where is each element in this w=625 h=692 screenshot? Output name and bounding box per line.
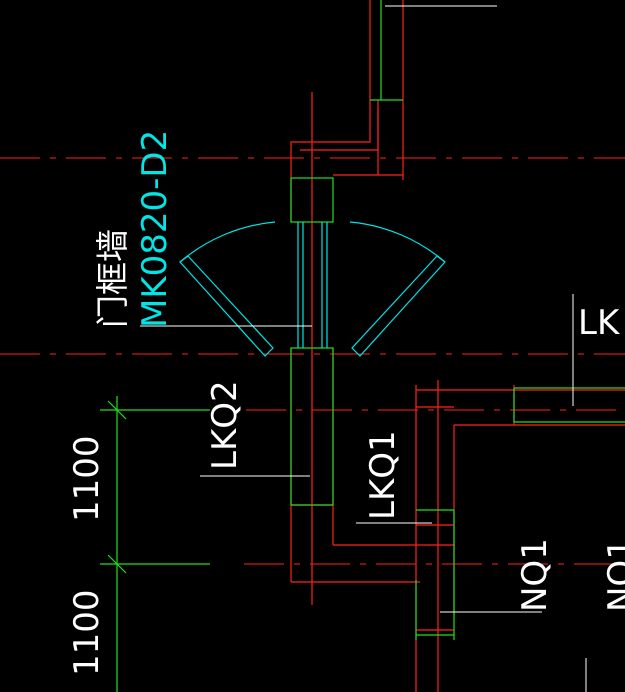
wall-nq1-label-a[interactable]: NQ1 [515, 538, 555, 612]
text-labels: MK0820-D2 门框墙 LKQ2 LKQ1 LK NQ1 NQ1 1100 … [67, 130, 625, 676]
axis-lines [0, 157, 625, 565]
door-symbol[interactable] [179, 221, 446, 357]
wall-outlines [290, 0, 625, 692]
column-outlines [290, 0, 625, 640]
dimension-upper-label[interactable]: 1100 [67, 435, 107, 522]
door-code-label[interactable]: MK0820-D2 [135, 130, 175, 328]
wall-lkq2-label[interactable]: LKQ2 [205, 380, 245, 470]
wall-lk-label[interactable]: LK [578, 303, 621, 343]
dimension-lower-label[interactable]: 1100 [67, 589, 107, 676]
leader-lines [140, 5, 587, 692]
door-wall-label[interactable]: 门框墙 [93, 229, 132, 328]
wall-nq1-label-b[interactable]: NQ1 [601, 538, 625, 612]
dimension-lines [100, 396, 210, 692]
wall-lkq1-label[interactable]: LKQ1 [363, 430, 403, 520]
